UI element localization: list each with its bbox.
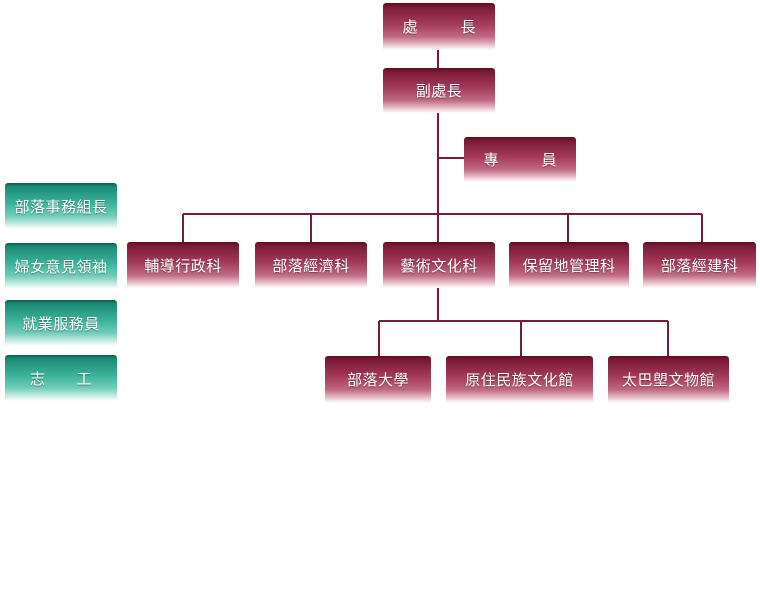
specialist-box: 專 員 (464, 137, 576, 182)
staff-box: 就業服務員 (5, 300, 117, 346)
deputy-director-box: 副處長 (383, 68, 495, 113)
staff-box: 部落事務組長 (5, 183, 117, 229)
staff-box: 婦女意見領袖 (5, 243, 117, 289)
section-box: 部落經濟科 (255, 242, 367, 288)
sub-unit-box: 原住民族文化館 (446, 356, 593, 403)
sub-unit-box: 部落大學 (325, 356, 431, 403)
sub-unit-box: 太巴塱文物館 (608, 356, 729, 403)
section-box: 輔導行政科 (127, 242, 239, 288)
section-box: 保留地管理科 (509, 242, 629, 288)
staff-box: 志 工 (5, 355, 117, 401)
section-box: 藝術文化科 (383, 242, 495, 288)
section-box: 部落經建科 (643, 242, 756, 288)
director-box: 處 長 (383, 3, 495, 50)
